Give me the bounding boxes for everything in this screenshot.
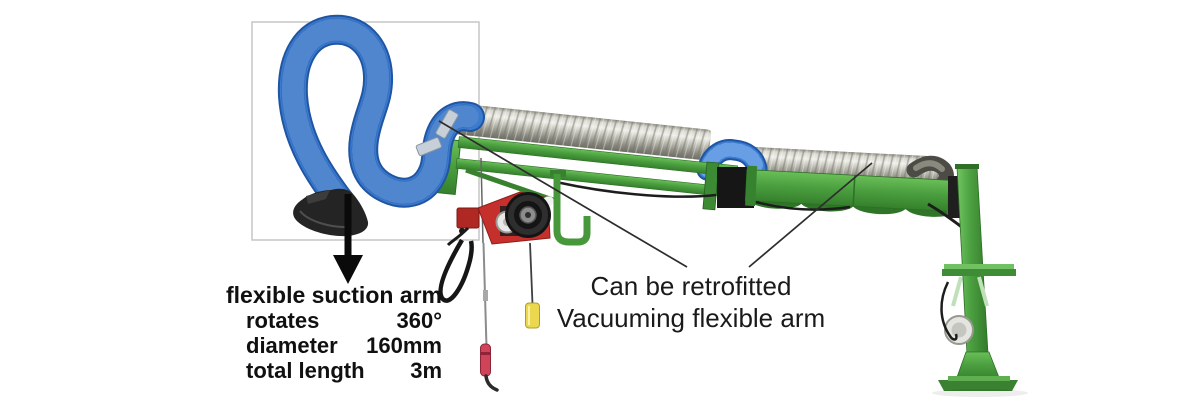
spec-row-label: total length xyxy=(246,358,365,383)
wall-post xyxy=(932,164,1028,397)
duct-end-elbow xyxy=(906,155,954,190)
spec-row-label: diameter xyxy=(246,333,338,358)
extraction-duct-segment-1 xyxy=(447,102,712,161)
shelf-braces xyxy=(951,276,989,307)
callout-line2: Vacuuming flexible arm xyxy=(556,303,826,333)
spec-row-value: 160mm xyxy=(366,333,442,358)
hoist-wire xyxy=(480,157,484,244)
hoist-bracket xyxy=(553,174,591,246)
pointer-arrow-icon xyxy=(333,194,363,284)
callout-line-right xyxy=(748,162,873,268)
callout-line-left xyxy=(438,120,688,268)
suction-arm-hose xyxy=(277,14,485,218)
spec-label: flexible suction arm rotates 360° diamet… xyxy=(226,282,443,384)
spec-row: diameter 160mm xyxy=(226,333,442,358)
spec-row-value: 360° xyxy=(396,308,442,333)
hose-clamp-band xyxy=(415,137,442,157)
torch-cable xyxy=(480,242,499,392)
spec-row-label: rotates xyxy=(246,308,320,333)
post-base-plate xyxy=(938,380,1018,391)
hanging-cable-loop xyxy=(438,238,474,303)
post-cable xyxy=(940,281,958,341)
spec-row-value: 3m xyxy=(410,358,442,383)
hose-clamp-band xyxy=(435,109,459,139)
hoist-control-box xyxy=(456,207,480,229)
pendant-handle xyxy=(525,302,540,329)
torch-handle xyxy=(480,343,491,377)
wire-feeder-hoist xyxy=(446,170,591,247)
spec-row: rotates 360° xyxy=(226,308,442,333)
arm-end-plate xyxy=(702,161,720,211)
callout-label: Can be retrofitted Vacuuming flexible ar… xyxy=(551,270,831,334)
spec-row: total length 3m xyxy=(226,358,442,383)
duct-joint-hose xyxy=(696,139,768,181)
support-arm-box xyxy=(744,165,960,217)
spec-title: flexible suction arm xyxy=(226,282,443,308)
suction-hood xyxy=(293,188,369,237)
post-shelf xyxy=(944,264,1014,270)
pendant-cable xyxy=(525,242,540,329)
callout-line1: Can be retrofitted xyxy=(590,271,792,301)
